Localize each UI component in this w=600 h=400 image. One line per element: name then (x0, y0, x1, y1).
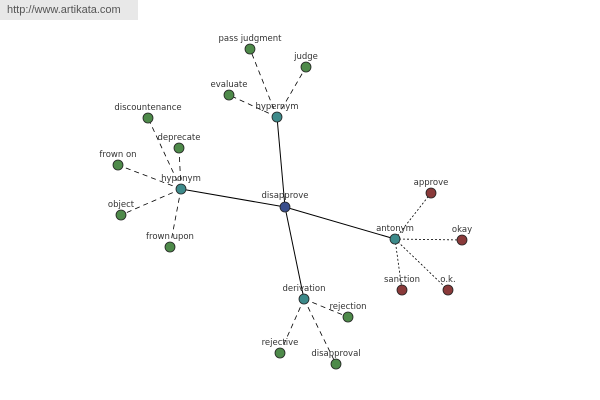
relation-node-derivation[interactable]: derivation (282, 284, 326, 305)
edge-center-antonym (284, 206, 396, 240)
leaf-node-object-dot[interactable] (115, 209, 127, 221)
leaf-node-sanction-label: sanction (384, 275, 420, 285)
relation-node-antonym[interactable]: antonym (376, 224, 414, 245)
leaf-node-judge[interactable]: judge (293, 52, 318, 73)
leaf-node-okay[interactable]: okay (452, 225, 472, 246)
leaf-node-object-label: object (108, 200, 135, 210)
leaf-node-frown-on-dot[interactable] (112, 159, 124, 171)
edge-hyponym-frown-upon (169, 188, 182, 248)
leaf-node-rejective-label: rejective (262, 338, 299, 348)
leaf-node-discountenance-dot[interactable] (142, 112, 154, 124)
edge-hypernym-pass-judgment (249, 48, 278, 118)
leaf-node-approve[interactable]: approve (414, 178, 449, 199)
leaf-node-rejection-label: rejection (329, 302, 366, 312)
leaf-node-discountenance[interactable]: discountenance (114, 103, 182, 124)
leaf-node-approve-dot[interactable] (425, 187, 437, 199)
edge-antonym-o-k (394, 238, 449, 291)
edge-antonym-approve (394, 192, 432, 240)
edge-hypernym-judge (276, 66, 307, 118)
leaf-node-pass-judgment-label: pass judgment (219, 34, 283, 44)
relation-node-hyponym[interactable]: hyponym (161, 174, 201, 195)
leaf-node-disapproval-dot[interactable] (330, 358, 342, 370)
center-node-disapprove-dot[interactable] (279, 201, 291, 213)
leaf-node-object[interactable]: object (108, 200, 135, 221)
leaf-node-approve-label: approve (414, 178, 449, 188)
edge-derivation-disapproval (303, 298, 337, 365)
center-node-disapprove-label: disapprove (262, 191, 309, 201)
edge-hyponym-frown-on (117, 164, 182, 190)
relation-node-hypernym[interactable]: hypernym (255, 102, 299, 123)
leaf-node-evaluate-dot[interactable] (223, 89, 235, 101)
graph-nodes: disapprove hypernym pass judgment judge eval… (99, 34, 472, 370)
leaf-node-judge-dot[interactable] (300, 61, 312, 73)
edge-center-hypernym (276, 116, 286, 208)
relation-node-antonym-label: antonym (376, 224, 414, 234)
leaf-node-frown-upon-label: frown upon (146, 232, 194, 242)
leaf-node-pass-judgment-dot[interactable] (244, 43, 256, 55)
edge-center-hyponym (180, 188, 286, 208)
relation-node-hyponym-dot[interactable] (175, 183, 187, 195)
leaf-node-frown-on[interactable]: frown on (99, 150, 137, 171)
leaf-node-okay-dot[interactable] (456, 234, 468, 246)
leaf-node-rejective-dot[interactable] (274, 347, 286, 359)
edge-hyponym-deprecate (178, 147, 182, 190)
leaf-node-rejection-dot[interactable] (342, 311, 354, 323)
leaf-node-deprecate-dot[interactable] (173, 142, 185, 154)
leaf-node-okay-label: okay (452, 225, 472, 235)
relation-node-derivation-dot[interactable] (298, 293, 310, 305)
edge-hyponym-discountenance (147, 117, 182, 190)
relation-node-hyponym-label: hyponym (161, 174, 201, 184)
leaf-node-rejective[interactable]: rejective (262, 338, 299, 359)
relation-node-hypernym-dot[interactable] (271, 111, 283, 123)
edge-antonym-okay (394, 238, 463, 241)
graph-edges (117, 48, 463, 365)
leaf-node-deprecate-label: deprecate (157, 133, 200, 143)
leaf-node-frown-on-label: frown on (99, 150, 136, 160)
leaf-node-sanction-dot[interactable] (396, 284, 408, 296)
leaf-node-disapproval-label: disapproval (311, 349, 360, 359)
leaf-node-evaluate[interactable]: evaluate (211, 80, 248, 101)
leaf-node-deprecate[interactable]: deprecate (157, 133, 201, 154)
edge-derivation-rejection (303, 298, 349, 318)
leaf-node-disapproval[interactable]: disapproval (311, 349, 361, 370)
leaf-node-pass-judgment[interactable]: pass judgment (219, 34, 283, 55)
leaf-node-sanction[interactable]: sanction (384, 275, 420, 296)
leaf-node-frown-upon[interactable]: frown upon (146, 232, 194, 253)
relation-node-hypernym-label: hypernym (255, 102, 298, 112)
leaf-node-o-k-dot[interactable] (442, 284, 454, 296)
leaf-node-rejection[interactable]: rejection (329, 302, 367, 323)
leaf-node-o-k-label: o.k. (440, 275, 455, 285)
leaf-node-evaluate-label: evaluate (211, 80, 248, 90)
leaf-node-judge-label: judge (293, 52, 318, 62)
leaf-node-discountenance-label: discountenance (114, 103, 181, 113)
edge-hyponym-object (120, 188, 182, 216)
relation-node-antonym-dot[interactable] (389, 233, 401, 245)
relation-node-derivation-label: derivation (282, 284, 325, 294)
edge-derivation-rejective (279, 298, 305, 354)
leaf-node-o-k[interactable]: o.k. (440, 275, 456, 296)
source-url-banner[interactable]: http://www.artikata.com (0, 0, 138, 20)
center-node-disapprove[interactable]: disapprove (262, 191, 309, 213)
edge-antonym-sanction (394, 238, 403, 291)
leaf-node-frown-upon-dot[interactable] (164, 241, 176, 253)
edge-center-derivation (284, 206, 305, 300)
